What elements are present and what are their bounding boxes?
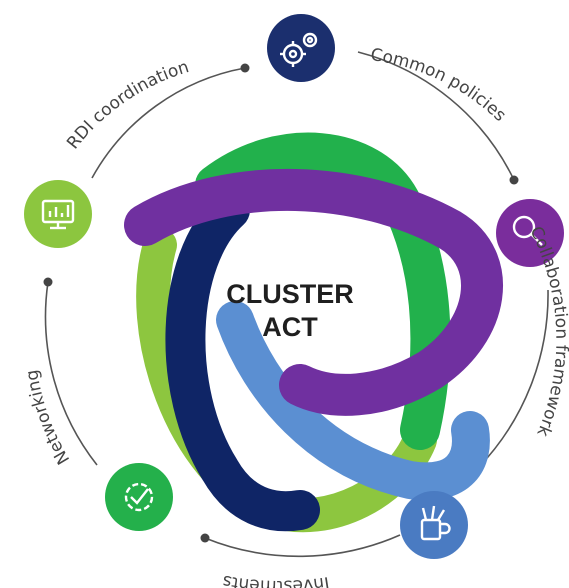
ribbon-light-blue <box>216 301 490 501</box>
center-title-line1: CLUSTER <box>226 279 354 309</box>
mug-pens-icon <box>420 505 451 541</box>
segment-circle <box>105 463 173 531</box>
segment-investments <box>105 463 173 531</box>
magnifier-icon <box>512 215 543 246</box>
segment-common-policies <box>496 199 564 267</box>
ribbon-navy <box>165 190 320 532</box>
label-common-policies: Common policies <box>369 45 510 126</box>
ring-dot <box>200 533 210 543</box>
ring-arc-policies <box>357 51 515 181</box>
ring-arc-collab <box>477 289 549 469</box>
label-networking: Networking <box>22 368 74 467</box>
center-title-line2: ACT <box>262 312 318 342</box>
ring-arc-network <box>44 281 98 466</box>
ring-arc-rdi <box>91 67 246 179</box>
segment-rdi-coordination <box>267 14 335 82</box>
monitor-chart-icon <box>41 199 75 230</box>
segment-circle <box>496 199 564 267</box>
ring-dot <box>43 277 53 287</box>
segment-networking <box>24 180 92 248</box>
label-investments: Investments <box>221 571 331 588</box>
gear-check-icon <box>124 482 154 512</box>
label-rdi-coordination: RDI coordination <box>63 57 191 153</box>
ribbon-purple <box>124 168 503 416</box>
ring-arc-invest <box>204 534 401 558</box>
ring-dot <box>240 63 250 73</box>
outer-ring <box>44 51 549 558</box>
ring-dot <box>509 175 519 185</box>
gears-icon <box>280 32 318 67</box>
ribbon-knot <box>124 132 503 533</box>
segment-circle <box>400 491 468 559</box>
segment-collaboration-framework <box>400 491 468 559</box>
segment-circle <box>24 180 92 248</box>
